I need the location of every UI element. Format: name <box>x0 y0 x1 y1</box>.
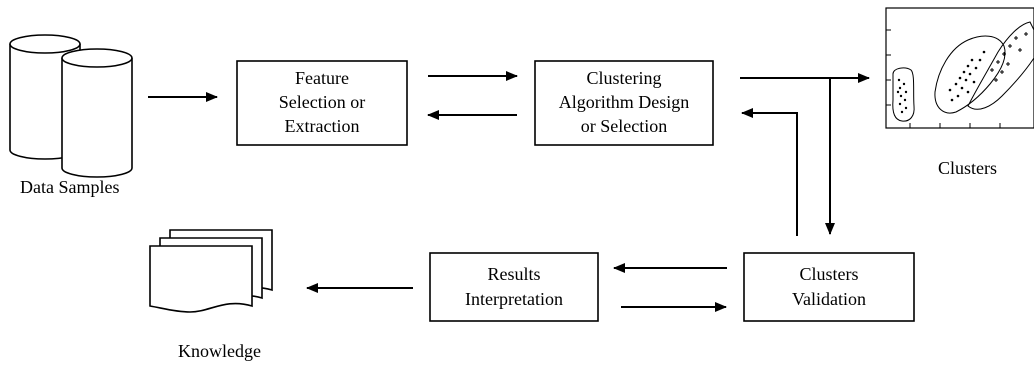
clustering-line-3: or Selection <box>581 116 667 136</box>
clusters-plot <box>885 7 1034 129</box>
validation-line-1: Clusters <box>799 264 858 284</box>
results-line-1: Results <box>487 264 540 284</box>
arrow-validation-to-clustering <box>741 108 798 236</box>
validation-line-2: Validation <box>792 289 866 309</box>
clustering-line-2: Algorithm Design <box>559 92 690 112</box>
data-samples-label: Data Samples <box>20 177 119 197</box>
knowledge-label: Knowledge <box>178 341 261 361</box>
cluster-outline-left <box>892 67 915 122</box>
feature-line-2: Selection or <box>279 92 365 112</box>
feature-line-1: Feature <box>295 68 349 88</box>
clustering-algorithm-box <box>534 60 714 146</box>
clustering-line-1: Clustering <box>587 68 662 88</box>
cluster-outline-center <box>934 35 1006 114</box>
cluster-outline-right <box>967 21 1034 110</box>
knowledge-documents-icon <box>149 229 273 313</box>
clusters-label: Clusters <box>938 158 997 178</box>
database-icon <box>9 34 133 178</box>
results-interpretation-box <box>429 252 599 322</box>
feature-selection-box <box>236 60 408 146</box>
feature-line-3: Extraction <box>285 116 360 136</box>
clusters-validation-box <box>743 252 915 322</box>
results-line-2: Interpretation <box>465 289 563 309</box>
